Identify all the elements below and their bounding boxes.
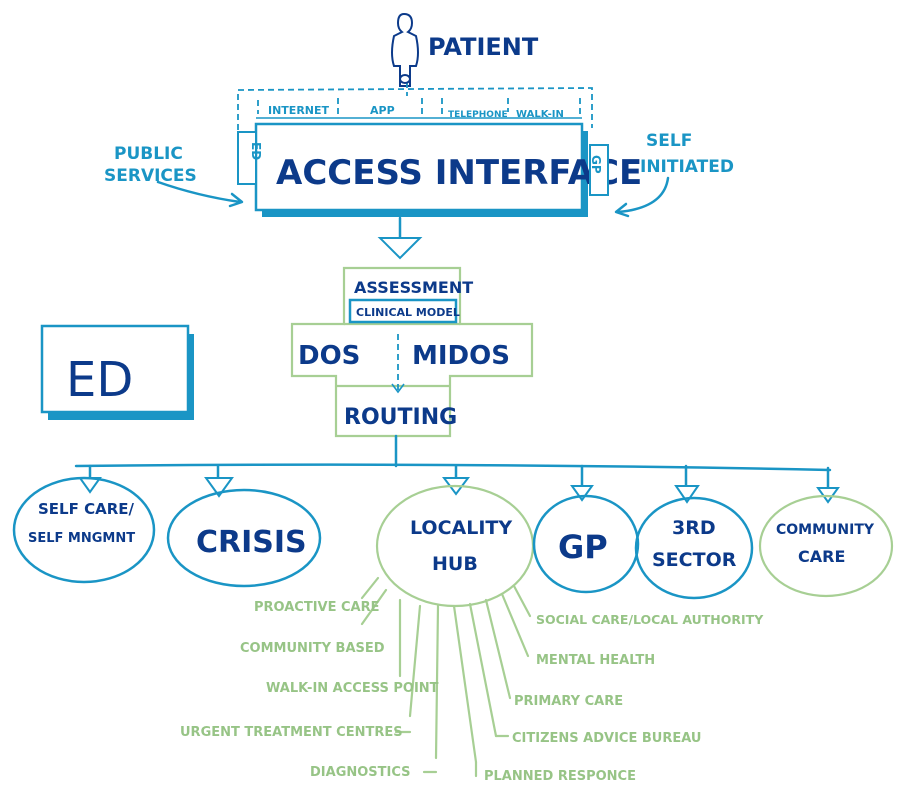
spoke-planned-response: PLANNED RESPONCE [484,769,636,784]
dos-label: DOS [298,341,360,371]
spoke-diagnostics: DIAGNOSTICS [310,765,411,780]
channel-labels: INTERNET APP TELEPHONE WALK-IN [268,104,564,120]
routing-label: ROUTING [344,405,457,430]
dos-to-routing-arrow [391,334,405,394]
care-label: CARE [798,547,845,566]
channel-internet: INTERNET [268,104,330,117]
spoke-community-based: COMMUNITY BASED [240,641,385,656]
public-services-arrow [156,180,244,208]
spoke-social-care: SOCIAL CARE/LOCAL AUTHORITY [536,612,764,627]
self-care-bubble: SELF CARE/ SELF MNGMNT [12,476,156,584]
midos-label: MIDOS [412,341,510,371]
gp-label: GP [558,528,608,566]
ed-standalone-box: ED [40,324,194,420]
distribution-arrowheads [78,477,840,504]
third-label: 3RD [672,517,716,539]
self-initiated-arrow [614,176,670,218]
access-interface-box [254,117,588,217]
initiated-label: INITIATED [640,157,734,177]
channel-walk-in: WALK-IN [516,109,564,120]
ed-side-tab: ED [237,131,263,185]
clinical-model-box: CLINICAL MODEL [348,298,460,324]
hub-spoke-lines [360,576,532,778]
channel-app: APP [370,104,395,117]
distribution-line [74,434,832,492]
community-label: COMMUNITY [776,522,875,538]
hub-label: HUB [432,553,478,575]
sector-label: SECTOR [652,549,737,571]
public-label: PUBLIC [114,144,183,164]
gp-side-tab: GP [589,144,609,196]
community-care-bubble: COMMUNITY CARE [758,494,894,598]
patient-connector [399,74,411,96]
crisis-bubble: CRISIS [166,488,322,588]
self-care-label: SELF CARE/ [38,500,134,518]
spoke-citizens-advice: CITIZENS ADVICE BUREAU [512,731,701,746]
clinical-model-label: CLINICAL MODEL [356,306,460,319]
spoke-proactive-care: PROACTIVE CARE [254,600,380,615]
gp-bubble: GP [532,494,640,594]
spoke-mental-health: MENTAL HEALTH [536,653,655,668]
channel-frame [237,87,593,130]
assessment-label: ASSESSMENT [354,278,473,297]
spoke-walk-in-access: WALK-IN ACCESS POINT [266,681,439,696]
crisis-label: CRISIS [196,525,307,560]
access-interface-label: ACCESS INTERFACE [276,153,642,193]
patient-label: PATIENT [428,33,539,61]
self-mngmnt-label: SELF MNGMNT [28,531,135,546]
self-label: SELF [646,131,692,151]
third-sector-bubble: 3RD SECTOR [634,496,754,600]
patient-figure-icon [391,12,419,87]
ed-tab-label: ED [249,142,263,160]
services-label: SERVICES [104,166,197,186]
spoke-primary-care: PRIMARY CARE [514,694,623,709]
channel-telephone: TELEPHONE [448,110,508,120]
locality-hub-bubble: LOCALITY HUB [375,484,535,608]
access-to-assessment-arrow [377,216,423,260]
gp-tab-label: GP [589,155,603,174]
hub-spoke-labels: PROACTIVE CARE COMMUNITY BASED WALK-IN A… [180,600,764,784]
locality-label: LOCALITY [410,517,512,539]
spoke-urgent-treatment: URGENT TREATMENT CENTRES [180,725,403,740]
ed-box-label: ED [66,352,133,408]
